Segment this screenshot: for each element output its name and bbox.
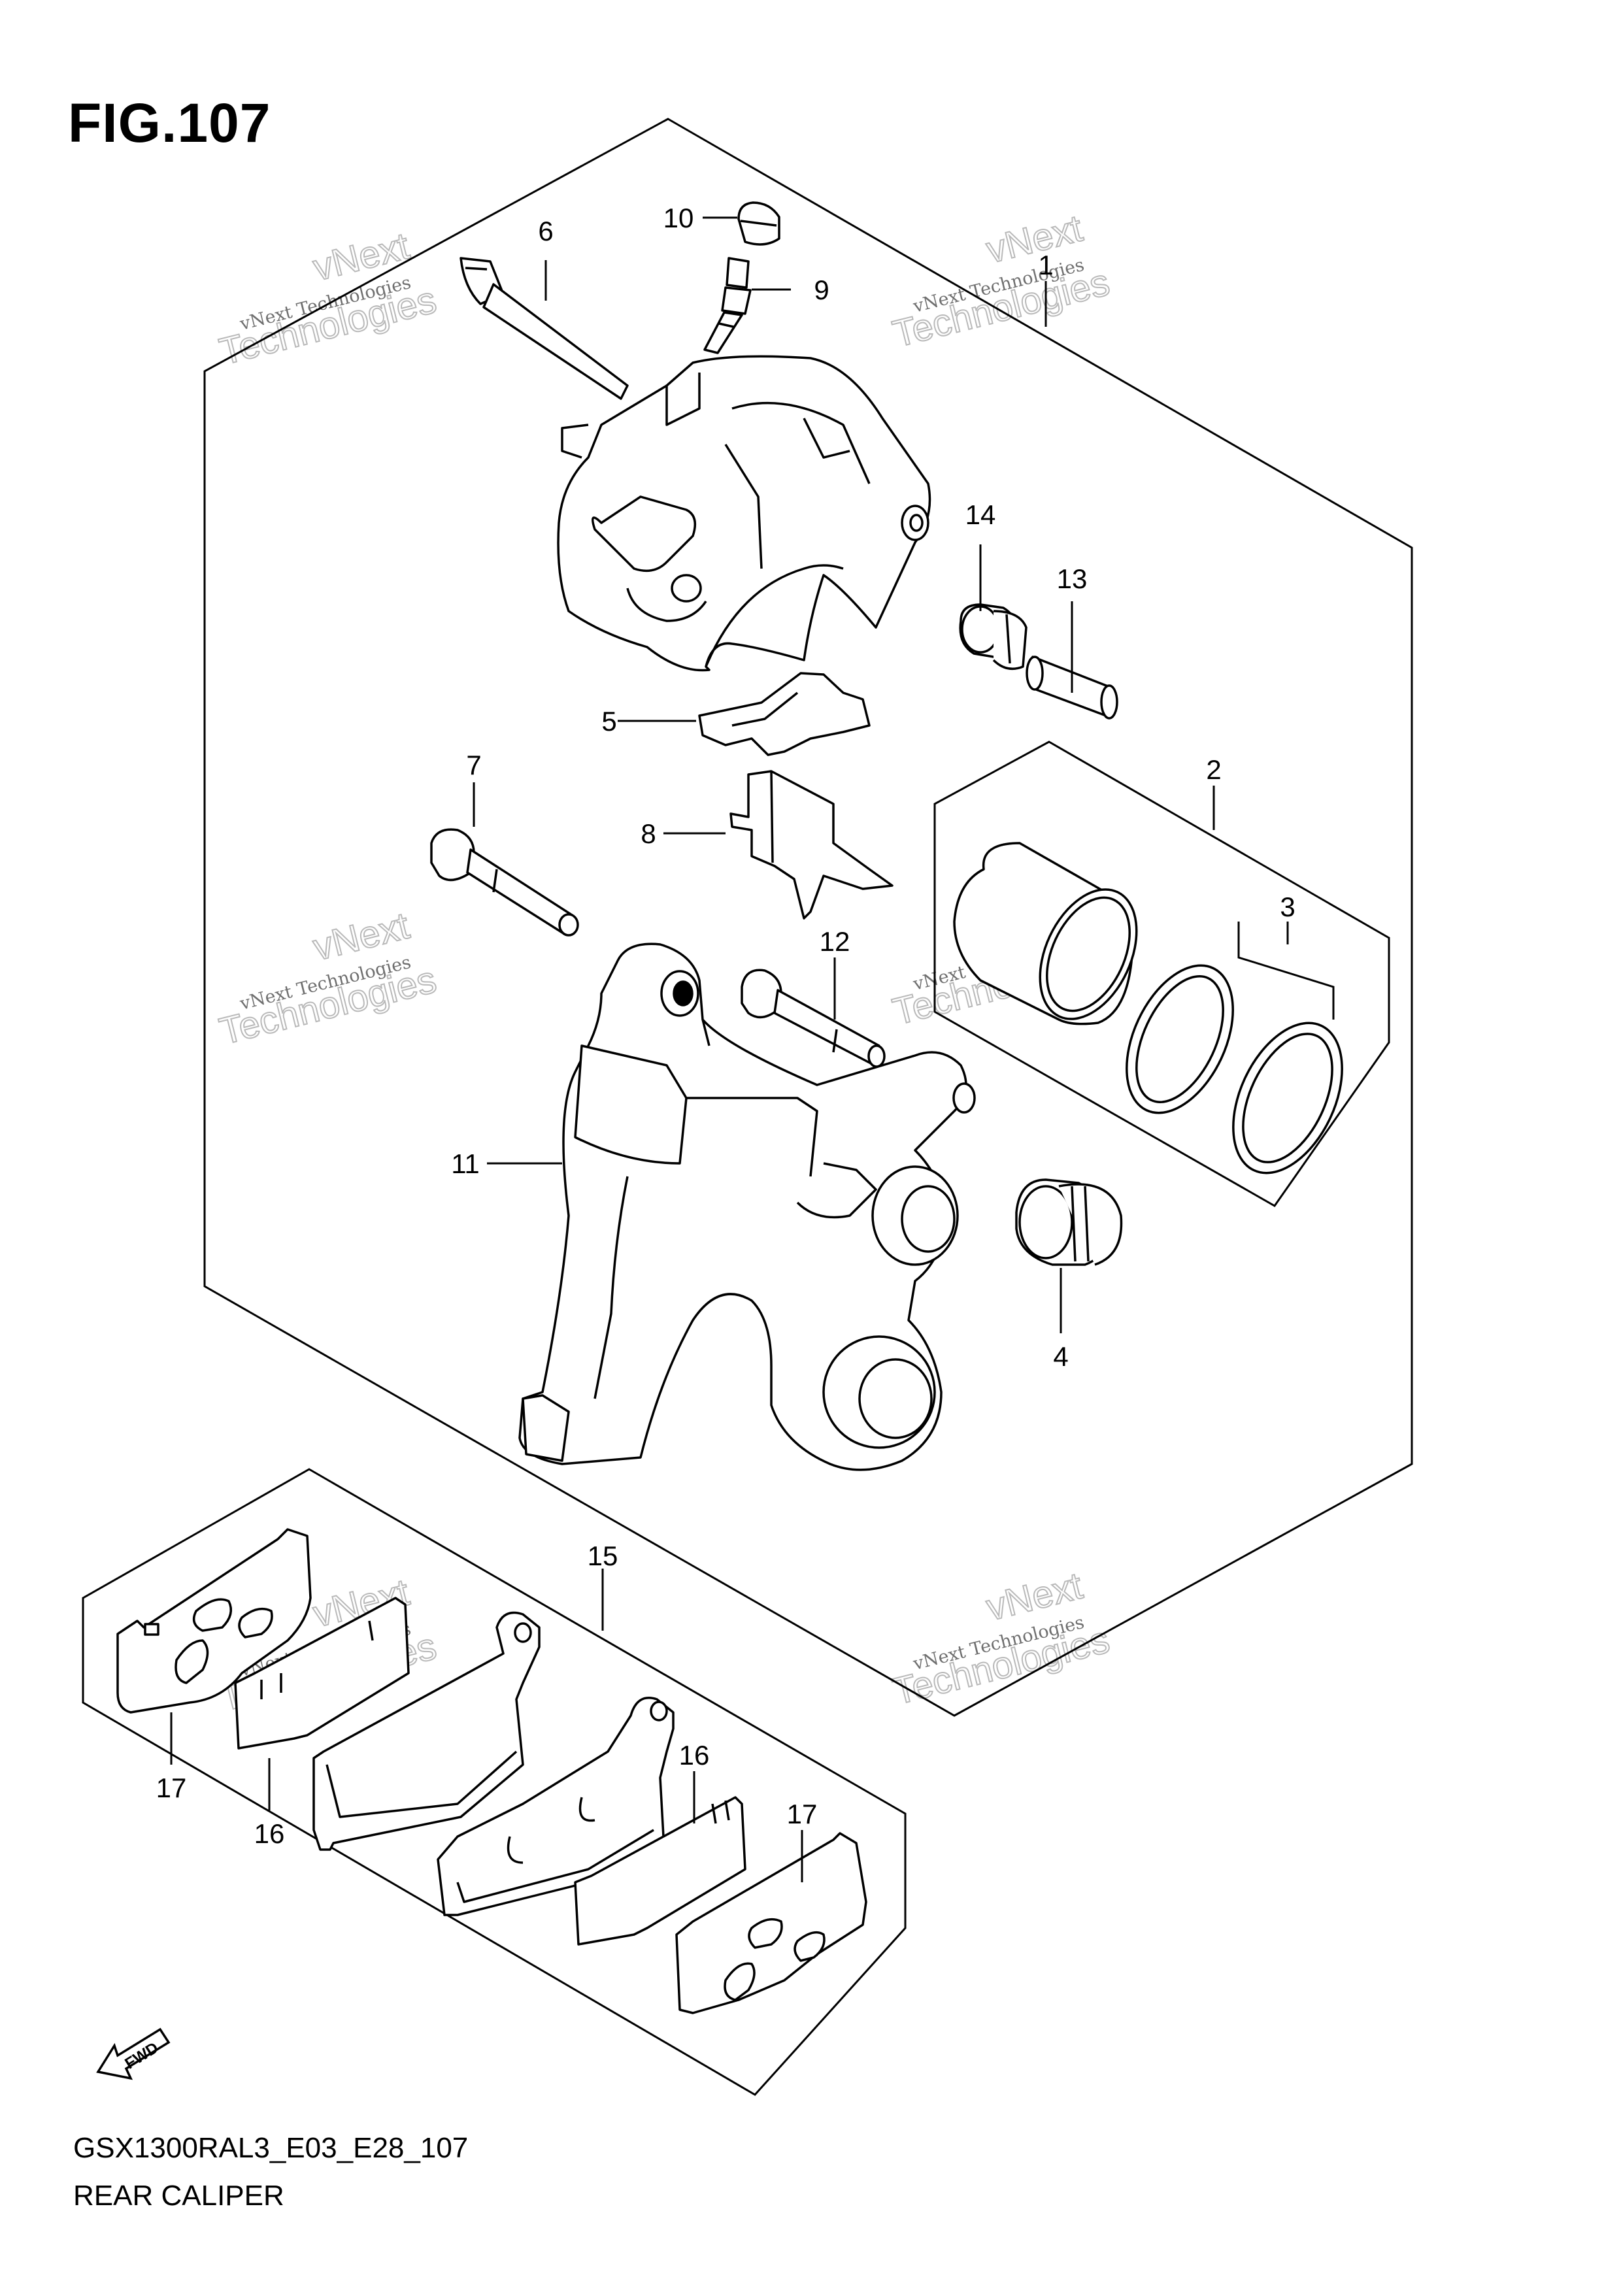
pad-set-frame [82,1468,907,2096]
callout-3: 3 [1280,891,1295,922]
part-bolt-12 [741,969,886,1068]
callout-2: 2 [1206,754,1221,785]
part-bleeder-cap [737,201,780,246]
part-brake-pad-right [437,1697,675,1916]
forward-direction-arrow: FWD [96,2027,171,2080]
callout-8: 8 [641,818,656,849]
part-caliper-bracket [518,942,976,1471]
part-pad-retainer [729,770,894,920]
part-bleeder-valve [703,257,752,354]
callout-1: 1 [1038,250,1053,280]
seal-group-bracket [1237,922,1335,1020]
part-boot-14 [959,603,1028,671]
callout-4: 4 [1053,1341,1068,1372]
callout-17-right: 17 [787,1799,818,1829]
callout-12: 12 [820,926,850,957]
watermark: vNext Technologies vNext Technologies [888,207,1114,356]
callout-11: 11 [451,1148,480,1179]
part-piston [953,842,1138,1025]
callout-7: 7 [466,750,481,780]
callout-14: 14 [965,499,996,530]
model-code: GSX1300RAL3_E03_E28_107 [73,2132,469,2164]
watermark: vNext Technologies vNext Technologies [214,224,441,374]
part-shim-16-left [234,1597,410,1750]
callout-16-left: 16 [254,1818,285,1849]
part-brake-pad-left [312,1611,541,1851]
callout-17-left: 17 [156,1772,187,1803]
watermark: vNext Technologies vNext Technologies [214,904,441,1054]
figure-name: REAR CALIPER [73,2180,284,2212]
part-shim-17-right [675,1832,867,2014]
part-pad-spring [698,672,871,756]
callout-10: 10 [663,203,694,233]
callout-13: 13 [1057,563,1088,594]
leader-lines [170,216,1289,1882]
part-caliper-pin [460,257,629,400]
callout-6: 6 [538,216,553,246]
arrow-icon [96,2027,171,2080]
part-caliper-bolt-7 [430,828,579,937]
callout-5: 5 [601,706,616,737]
part-boot-4 [1015,1178,1123,1266]
part-piston-seals [1126,964,1343,1174]
part-caliper-body [557,355,931,672]
callout-labels: 1 2 3 4 5 6 7 8 9 10 11 12 13 14 15 16 1… [156,203,1295,1849]
piston-kit-frame [933,740,1390,1207]
main-assembly-frame [203,118,1413,1717]
figure-title: FIG.107 [68,92,271,154]
callout-9: 9 [814,275,829,305]
part-shim-16-right [574,1796,746,1946]
part-shim-17-left [116,1528,312,1714]
callout-16-right: 16 [679,1740,710,1771]
callout-15: 15 [588,1540,618,1571]
